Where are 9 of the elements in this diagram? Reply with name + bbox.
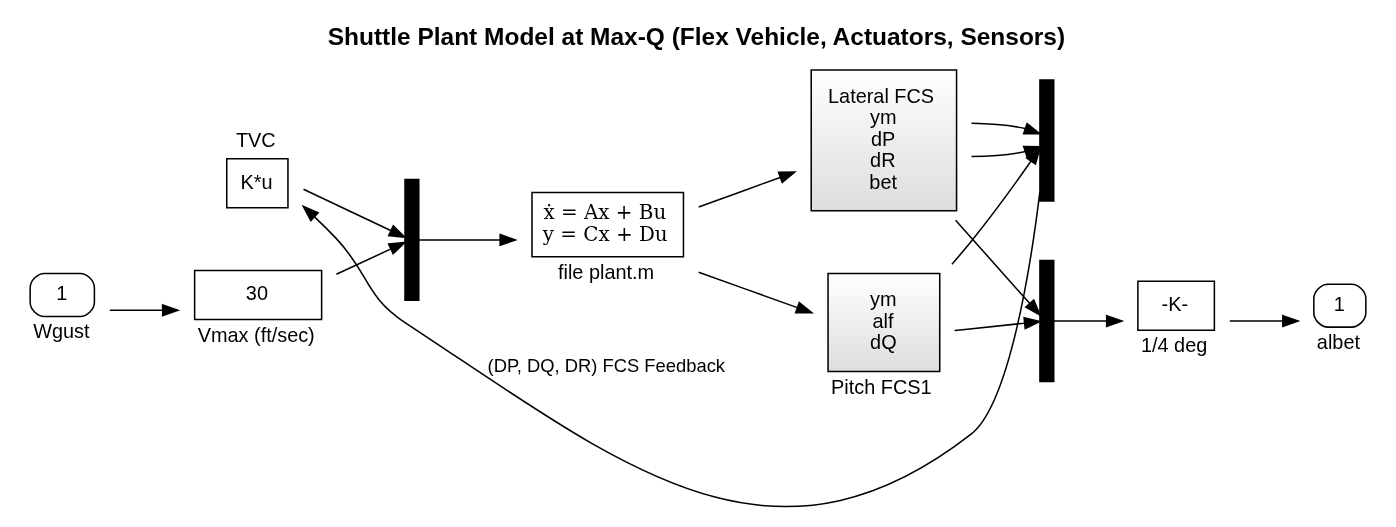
node-label: file plant.m xyxy=(558,260,655,283)
diagram-title: Shuttle Plant Model at Max-Q (Flex Vehicle, Actuators, Sensors) xyxy=(327,22,1066,50)
node-label: Pitch FCS1 xyxy=(831,375,932,398)
node-label: albet xyxy=(1316,330,1360,353)
node-label: TVC xyxy=(235,128,276,151)
node-label: Wgust xyxy=(33,319,90,342)
node-label: Vmax (ft/sec) xyxy=(197,323,315,345)
node-label: 1/4 deg xyxy=(1140,333,1208,356)
edge-label: (DP, DQ, DR) FCS Feedback xyxy=(487,354,725,376)
